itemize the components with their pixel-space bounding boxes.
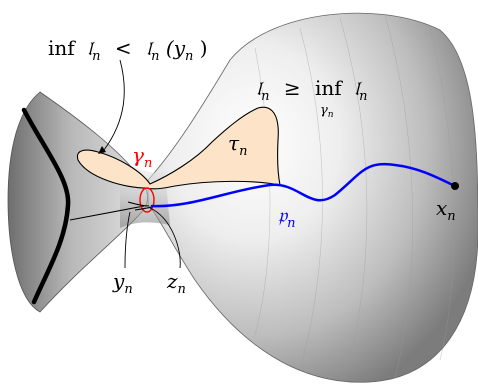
label-right-ineq: 𝔩n ≥ inf 𝔩n γn [256,76,368,120]
gamma-loop [139,187,155,213]
leader-inf-arrow [98,146,106,154]
label-z: zn [166,269,186,297]
label-gamma: γn [132,143,152,171]
label-p: 𝔭n [278,203,295,231]
svg-text:γn: γn [320,103,334,120]
point-x [451,182,459,190]
bulb-shading [254,14,455,379]
leader-inf [103,59,125,151]
label-x: xn [436,196,456,224]
label-inf-ineq: inf 𝔩n < 𝔩n (yn ) [48,36,208,65]
label-tau: τn [228,131,247,159]
label-y: yn [112,269,133,297]
segment-to-neck [69,205,145,221]
tau-region [76,106,281,190]
leader-z [149,207,181,269]
boundary-curve [21,107,71,305]
neck-marker [127,201,150,207]
leader-y [124,211,131,269]
path-p [150,162,457,208]
svg-text:𝔩n ≥ inf 𝔩: 𝔩n ≥ inf 𝔩n [256,76,368,105]
neck-marker-2 [134,206,153,211]
